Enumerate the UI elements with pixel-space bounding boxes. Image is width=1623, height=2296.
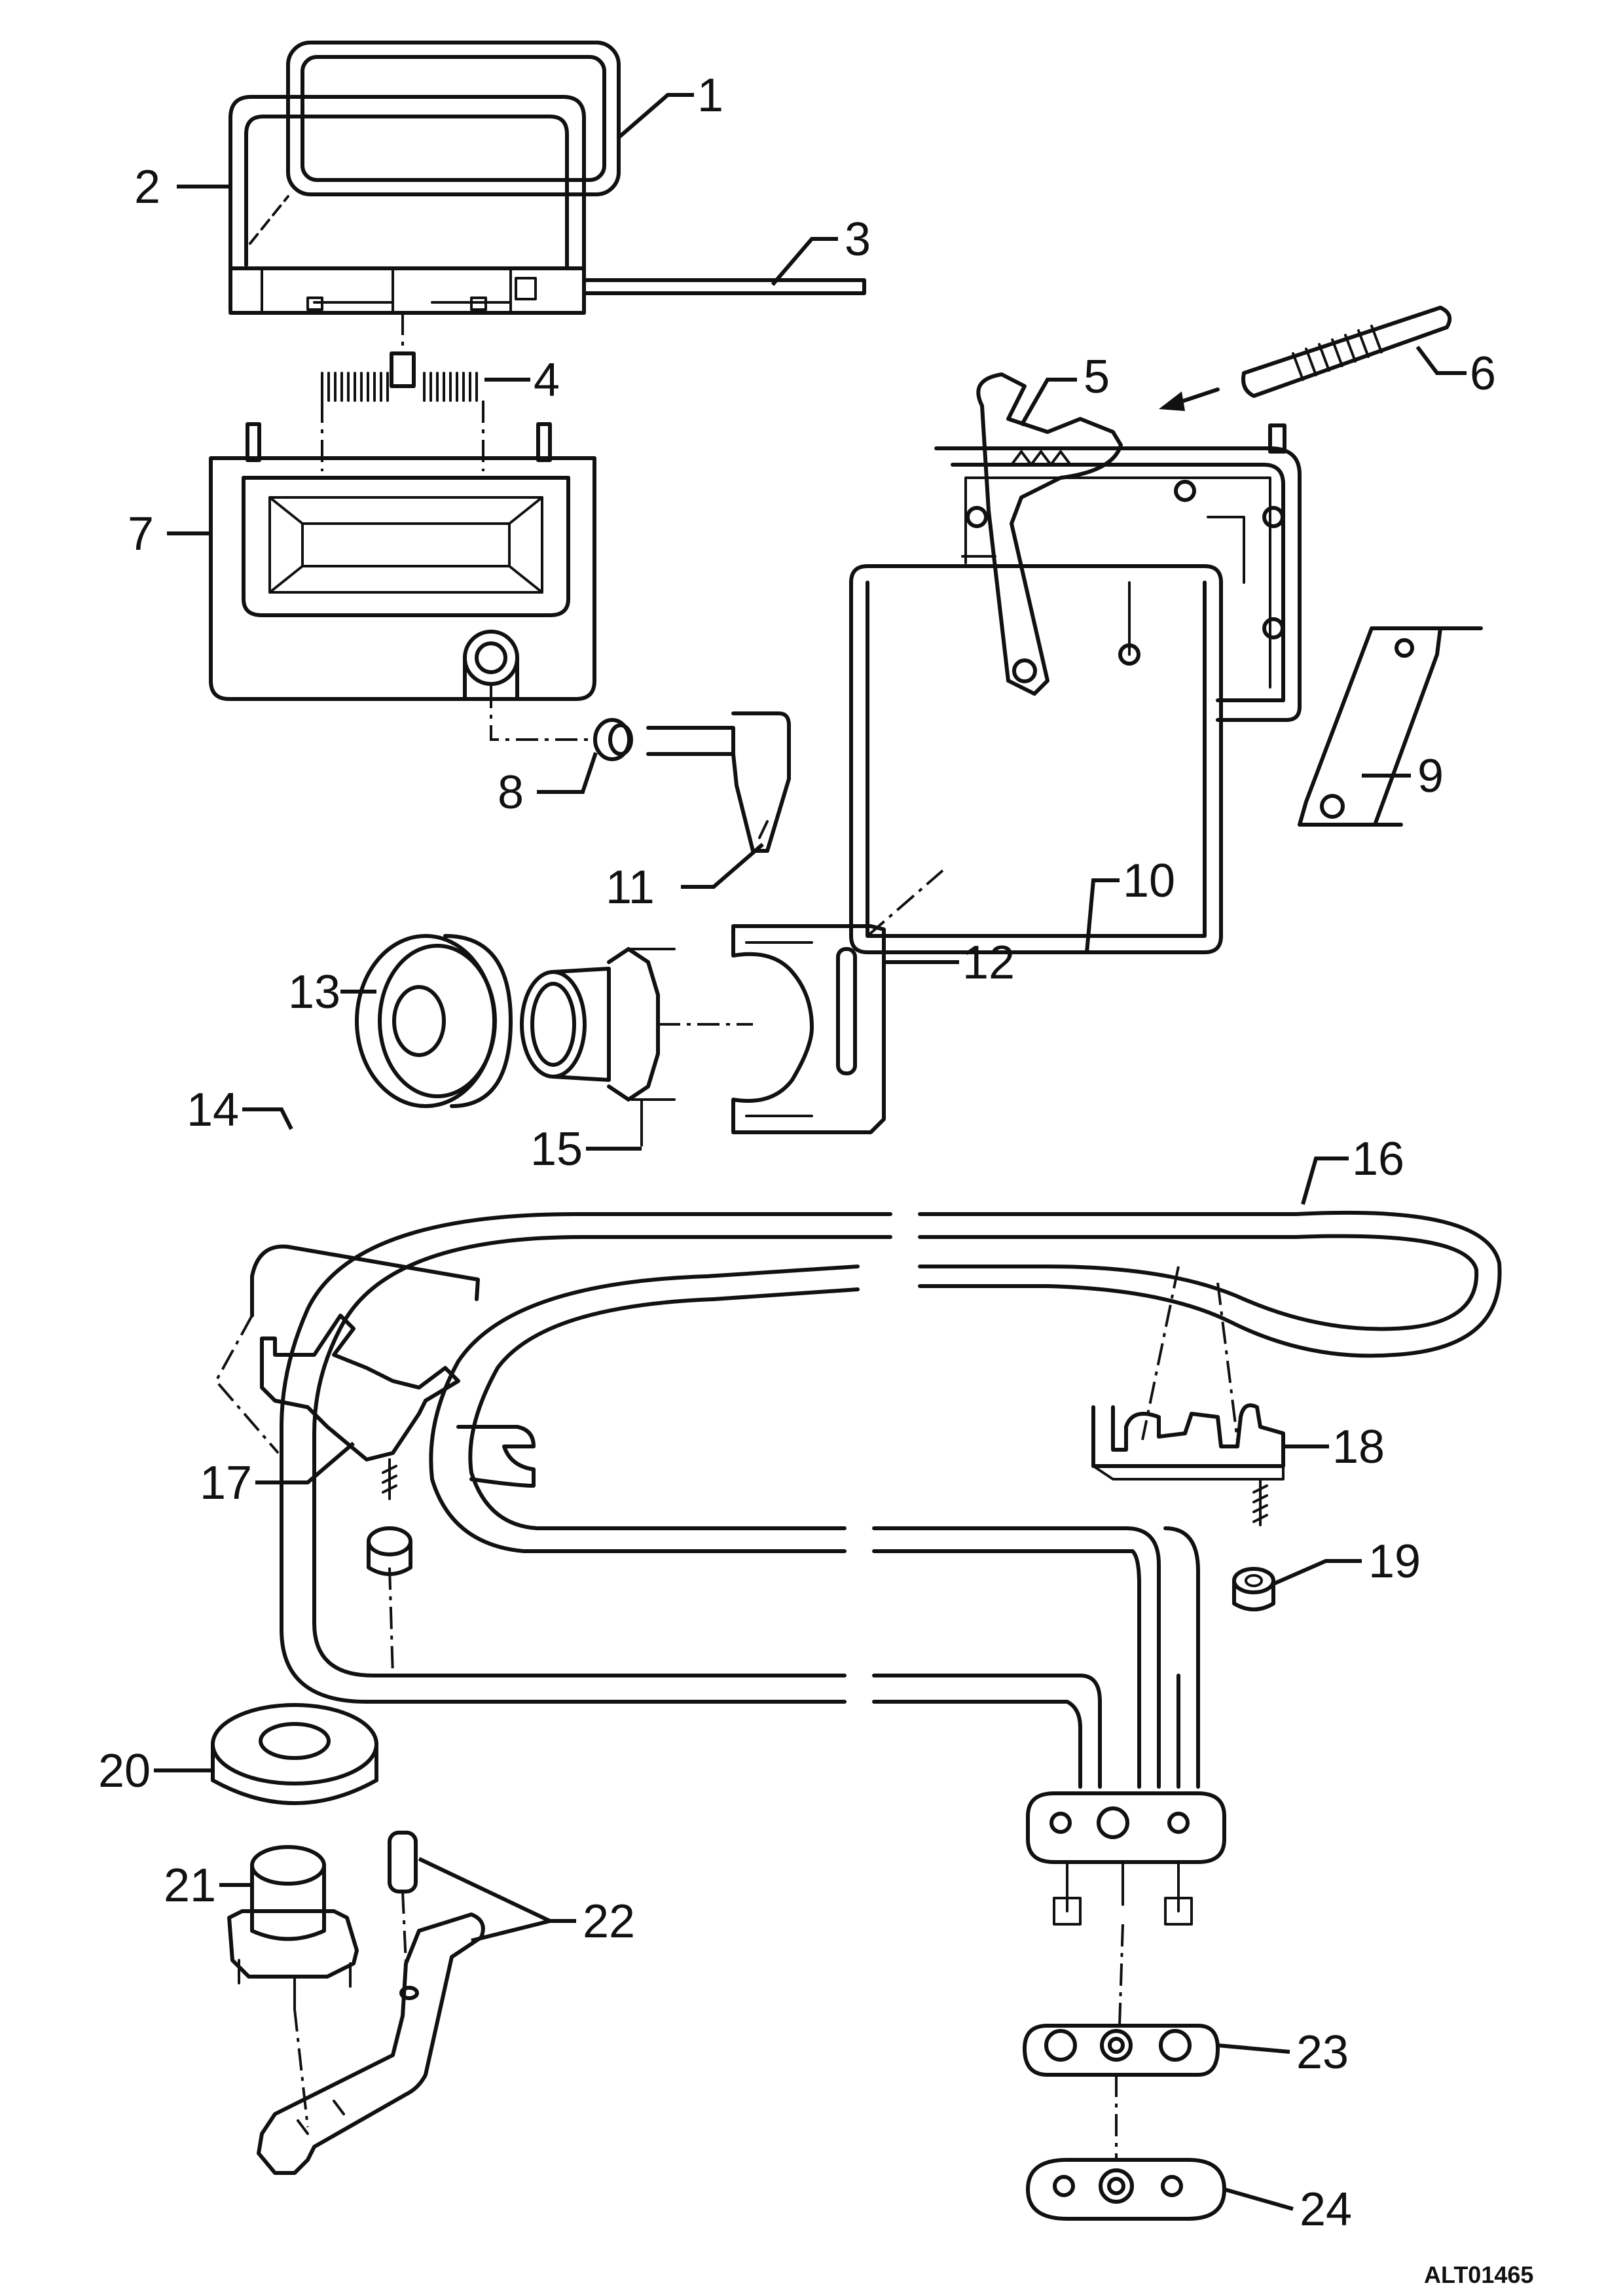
part-12-plate: [731, 924, 886, 1134]
part-23-connector-block: [1023, 1791, 1226, 2077]
part-6-spring-pin: [1159, 306, 1452, 411]
callout-9: 9: [1417, 750, 1444, 802]
part-8-bushing: [490, 686, 633, 761]
callout-14: 14: [187, 1084, 239, 1136]
callout-1: 1: [697, 69, 723, 122]
part-22-pin-arm: [257, 1831, 485, 2175]
callout-12: 12: [962, 937, 1015, 989]
part-4-comb-spring: [321, 313, 484, 471]
part-10-latch-plate: [849, 423, 1302, 954]
callout-4: 4: [534, 354, 560, 406]
callout-15: 15: [530, 1123, 583, 1175]
callout-19: 19: [1368, 1535, 1421, 1588]
callout-21: 21: [164, 1859, 216, 1912]
part-16-cable: [280, 1210, 1502, 1789]
part-21-socket: [227, 1845, 359, 2011]
part-7-handle-housing: [209, 422, 596, 701]
part-2-housing: [228, 95, 586, 315]
part-9-strip-bracket: [1298, 626, 1483, 827]
part-5-latch-pawl: [976, 372, 1123, 696]
part-15-sleeve: [520, 947, 753, 1147]
part-24-plate: [1026, 2075, 1226, 2221]
callout-22: 22: [583, 1895, 635, 1948]
leader-lines: [154, 93, 1467, 2211]
callout-3: 3: [845, 213, 871, 266]
callout-11: 11: [606, 861, 655, 914]
callout-7: 7: [128, 508, 154, 560]
callout-10: 10: [1123, 855, 1175, 907]
part-13-grommet: [355, 934, 513, 1108]
callout-16: 16: [1352, 1133, 1404, 1185]
callout-23: 23: [1296, 2026, 1349, 2079]
callout-2: 2: [134, 161, 160, 213]
part-18-bracket: [1091, 1403, 1285, 1526]
reference-code: ALT01465: [1424, 2261, 1533, 2288]
callout-6: 6: [1470, 348, 1496, 400]
callout-18: 18: [1332, 1421, 1385, 1473]
part-11-lever: [646, 711, 791, 853]
callout-17: 17: [200, 1457, 252, 1509]
callout-5: 5: [1084, 351, 1110, 403]
part-19-nut: [1232, 1567, 1275, 1611]
part-14-clip: [214, 1244, 480, 1454]
part-17-clamp: [260, 1314, 536, 1676]
callout-13: 13: [288, 966, 340, 1018]
part-3-rod: [582, 278, 866, 295]
callout-24: 24: [1300, 2183, 1352, 2236]
callout-20: 20: [98, 1745, 151, 1797]
callout-8: 8: [498, 766, 524, 819]
part-20-seal: [211, 1703, 378, 1805]
